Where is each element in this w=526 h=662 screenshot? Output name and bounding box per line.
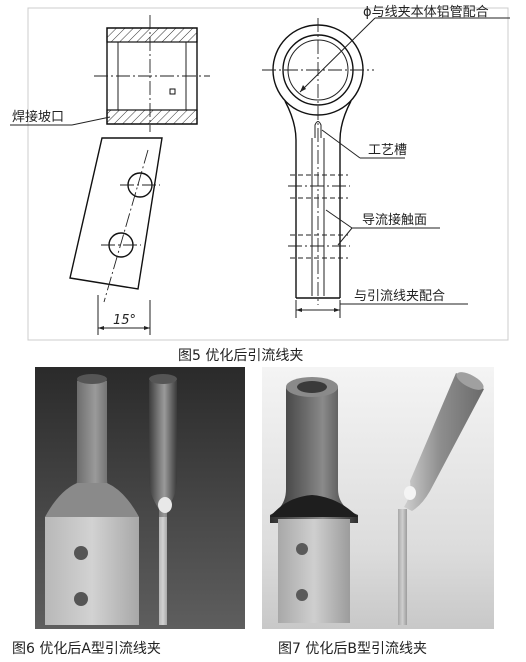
b-hole-upper [296, 543, 308, 555]
fig6-render-svg [45, 374, 177, 625]
b-front-tube [270, 387, 358, 523]
label-angle: 15° [113, 313, 136, 328]
a-side-tube [149, 376, 177, 517]
left-view: 焊接坡口 15° [10, 15, 210, 335]
figure7-caption: 图7 优化后B型引流线夹 [278, 641, 427, 657]
label-weld-bevel: 焊接坡口 [12, 109, 64, 125]
tube-top-hatch [106, 27, 198, 43]
label-fit-drainage: 与引流线夹配合 [354, 289, 445, 304]
fig6-render-image [35, 367, 245, 629]
a-side-plate [159, 517, 167, 625]
b-side-tube [404, 373, 484, 511]
b-front-plate [278, 519, 350, 623]
label-contact-surface: 导流接触面 [362, 212, 427, 228]
right-view: ϕ与线夹本体铝管配合 工艺槽 导流接触面 与引流线夹配合 [262, 5, 510, 318]
figure6-caption: 图6 优化后A型引流线夹 [12, 641, 161, 657]
tilted-blade [69, 137, 163, 290]
fig7-render-image [262, 367, 494, 629]
a-front-plate [45, 517, 139, 625]
tube-bottom-hatch [106, 109, 198, 125]
label-fit-tube: ϕ与线夹本体铝管配合 [363, 5, 489, 20]
label-process-slot: 工艺槽 [368, 143, 407, 158]
b-side-plate [398, 509, 407, 625]
fig5-technical-drawing: 焊接坡口 15° [10, 5, 510, 341]
fig7-render-svg [270, 372, 484, 625]
a-front-tube [59, 376, 125, 517]
drawing-frame [27, 7, 509, 341]
a-hole-lower [74, 592, 88, 606]
figure5-caption: 图5 优化后引流线夹 [178, 348, 304, 364]
a-hole-upper [74, 546, 88, 560]
b-hole-lower [296, 589, 308, 601]
small-mark [169, 88, 176, 95]
